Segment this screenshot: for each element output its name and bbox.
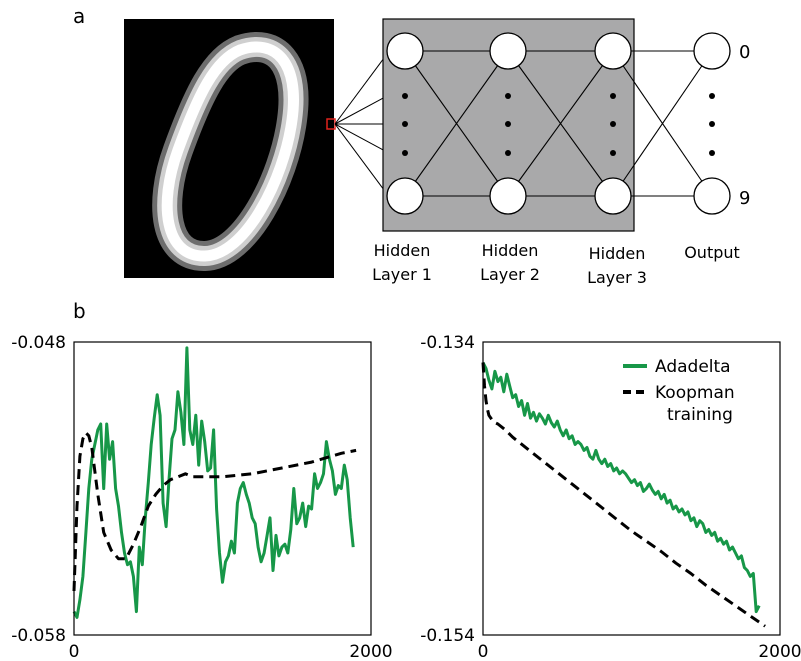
ellipsis-dot [402, 150, 408, 156]
output-label-bottom: 9 [739, 188, 750, 209]
panel-a-letter: a [73, 4, 85, 28]
ellipsis-dot [709, 121, 715, 127]
x-tick-label-start: 0 [69, 642, 80, 661]
node-output-bottom [693, 177, 731, 215]
node-layer2-top [489, 32, 527, 70]
y-tick-label-top: -0.134 [420, 333, 475, 353]
connection-line [612, 50, 713, 197]
y-tick-label-top: -0.048 [11, 333, 66, 353]
legend-label-koopman: training [667, 405, 733, 425]
connection-line [404, 50, 509, 197]
connection-line [334, 95, 388, 125]
ellipsis-dots [402, 93, 715, 156]
layer3-label-line2: Layer 3 [587, 268, 647, 287]
x-tick-label-start: 0 [478, 642, 489, 661]
connection-line [334, 123, 388, 153]
layer3-label-line1: Hidden [589, 244, 646, 263]
node-layer1-bottom [386, 177, 424, 215]
layer1-label-line2: Layer 1 [372, 265, 432, 284]
koopman-series-line [72, 431, 357, 592]
ellipsis-dot [402, 93, 408, 99]
legend-label-adadelta: Adadelta [655, 357, 731, 377]
node-output-top [693, 32, 731, 70]
ellipsis-dot [709, 93, 715, 99]
layer2-label-line1: Hidden [482, 241, 539, 260]
output-label-top: 0 [739, 42, 750, 63]
plot-frame [482, 341, 781, 636]
node-layer1-top [386, 32, 424, 70]
ellipsis-dot [610, 93, 616, 99]
ellipsis-dot [610, 150, 616, 156]
connection-line [334, 53, 388, 125]
layer2-label-line2: Layer 2 [480, 265, 540, 284]
ellipsis-dot [505, 150, 511, 156]
node-layer2-bottom [489, 177, 527, 215]
pixel-to-input-connections [334, 53, 388, 195]
network-nodes [386, 32, 731, 215]
x-tick-label-end: 2000 [349, 642, 392, 661]
node-layer3-top [594, 32, 632, 70]
koopman-series-line [481, 362, 766, 628]
node-layer3-bottom [594, 177, 632, 215]
panel-a: a [73, 4, 750, 287]
layer1-label-line1: Hidden [374, 241, 431, 260]
output-layer-label: Output [684, 243, 740, 262]
y-tick-label-bottom: -0.058 [11, 626, 66, 646]
ellipsis-dot [402, 121, 408, 127]
digit-zero-image [124, 19, 336, 278]
panel-b-letter: b [73, 299, 86, 323]
ellipsis-dot [505, 121, 511, 127]
connection-line [507, 50, 614, 197]
ellipsis-dot [709, 150, 715, 156]
ellipsis-dot [610, 121, 616, 127]
adadelta-series-line [481, 361, 761, 614]
connection-line [334, 123, 388, 195]
digit-zero-stroke [161, 41, 299, 262]
layer-labels: Hidden Layer 1 Hidden Layer 2 Hidden Lay… [372, 241, 740, 287]
plot-frame [73, 341, 372, 636]
y-tick-label-bottom: -0.154 [420, 626, 475, 646]
adadelta-series-line [72, 346, 355, 619]
ellipsis-dot [505, 93, 511, 99]
x-tick-label-end: 2000 [758, 642, 801, 661]
legend-label-koopman: Koopman [655, 383, 735, 403]
